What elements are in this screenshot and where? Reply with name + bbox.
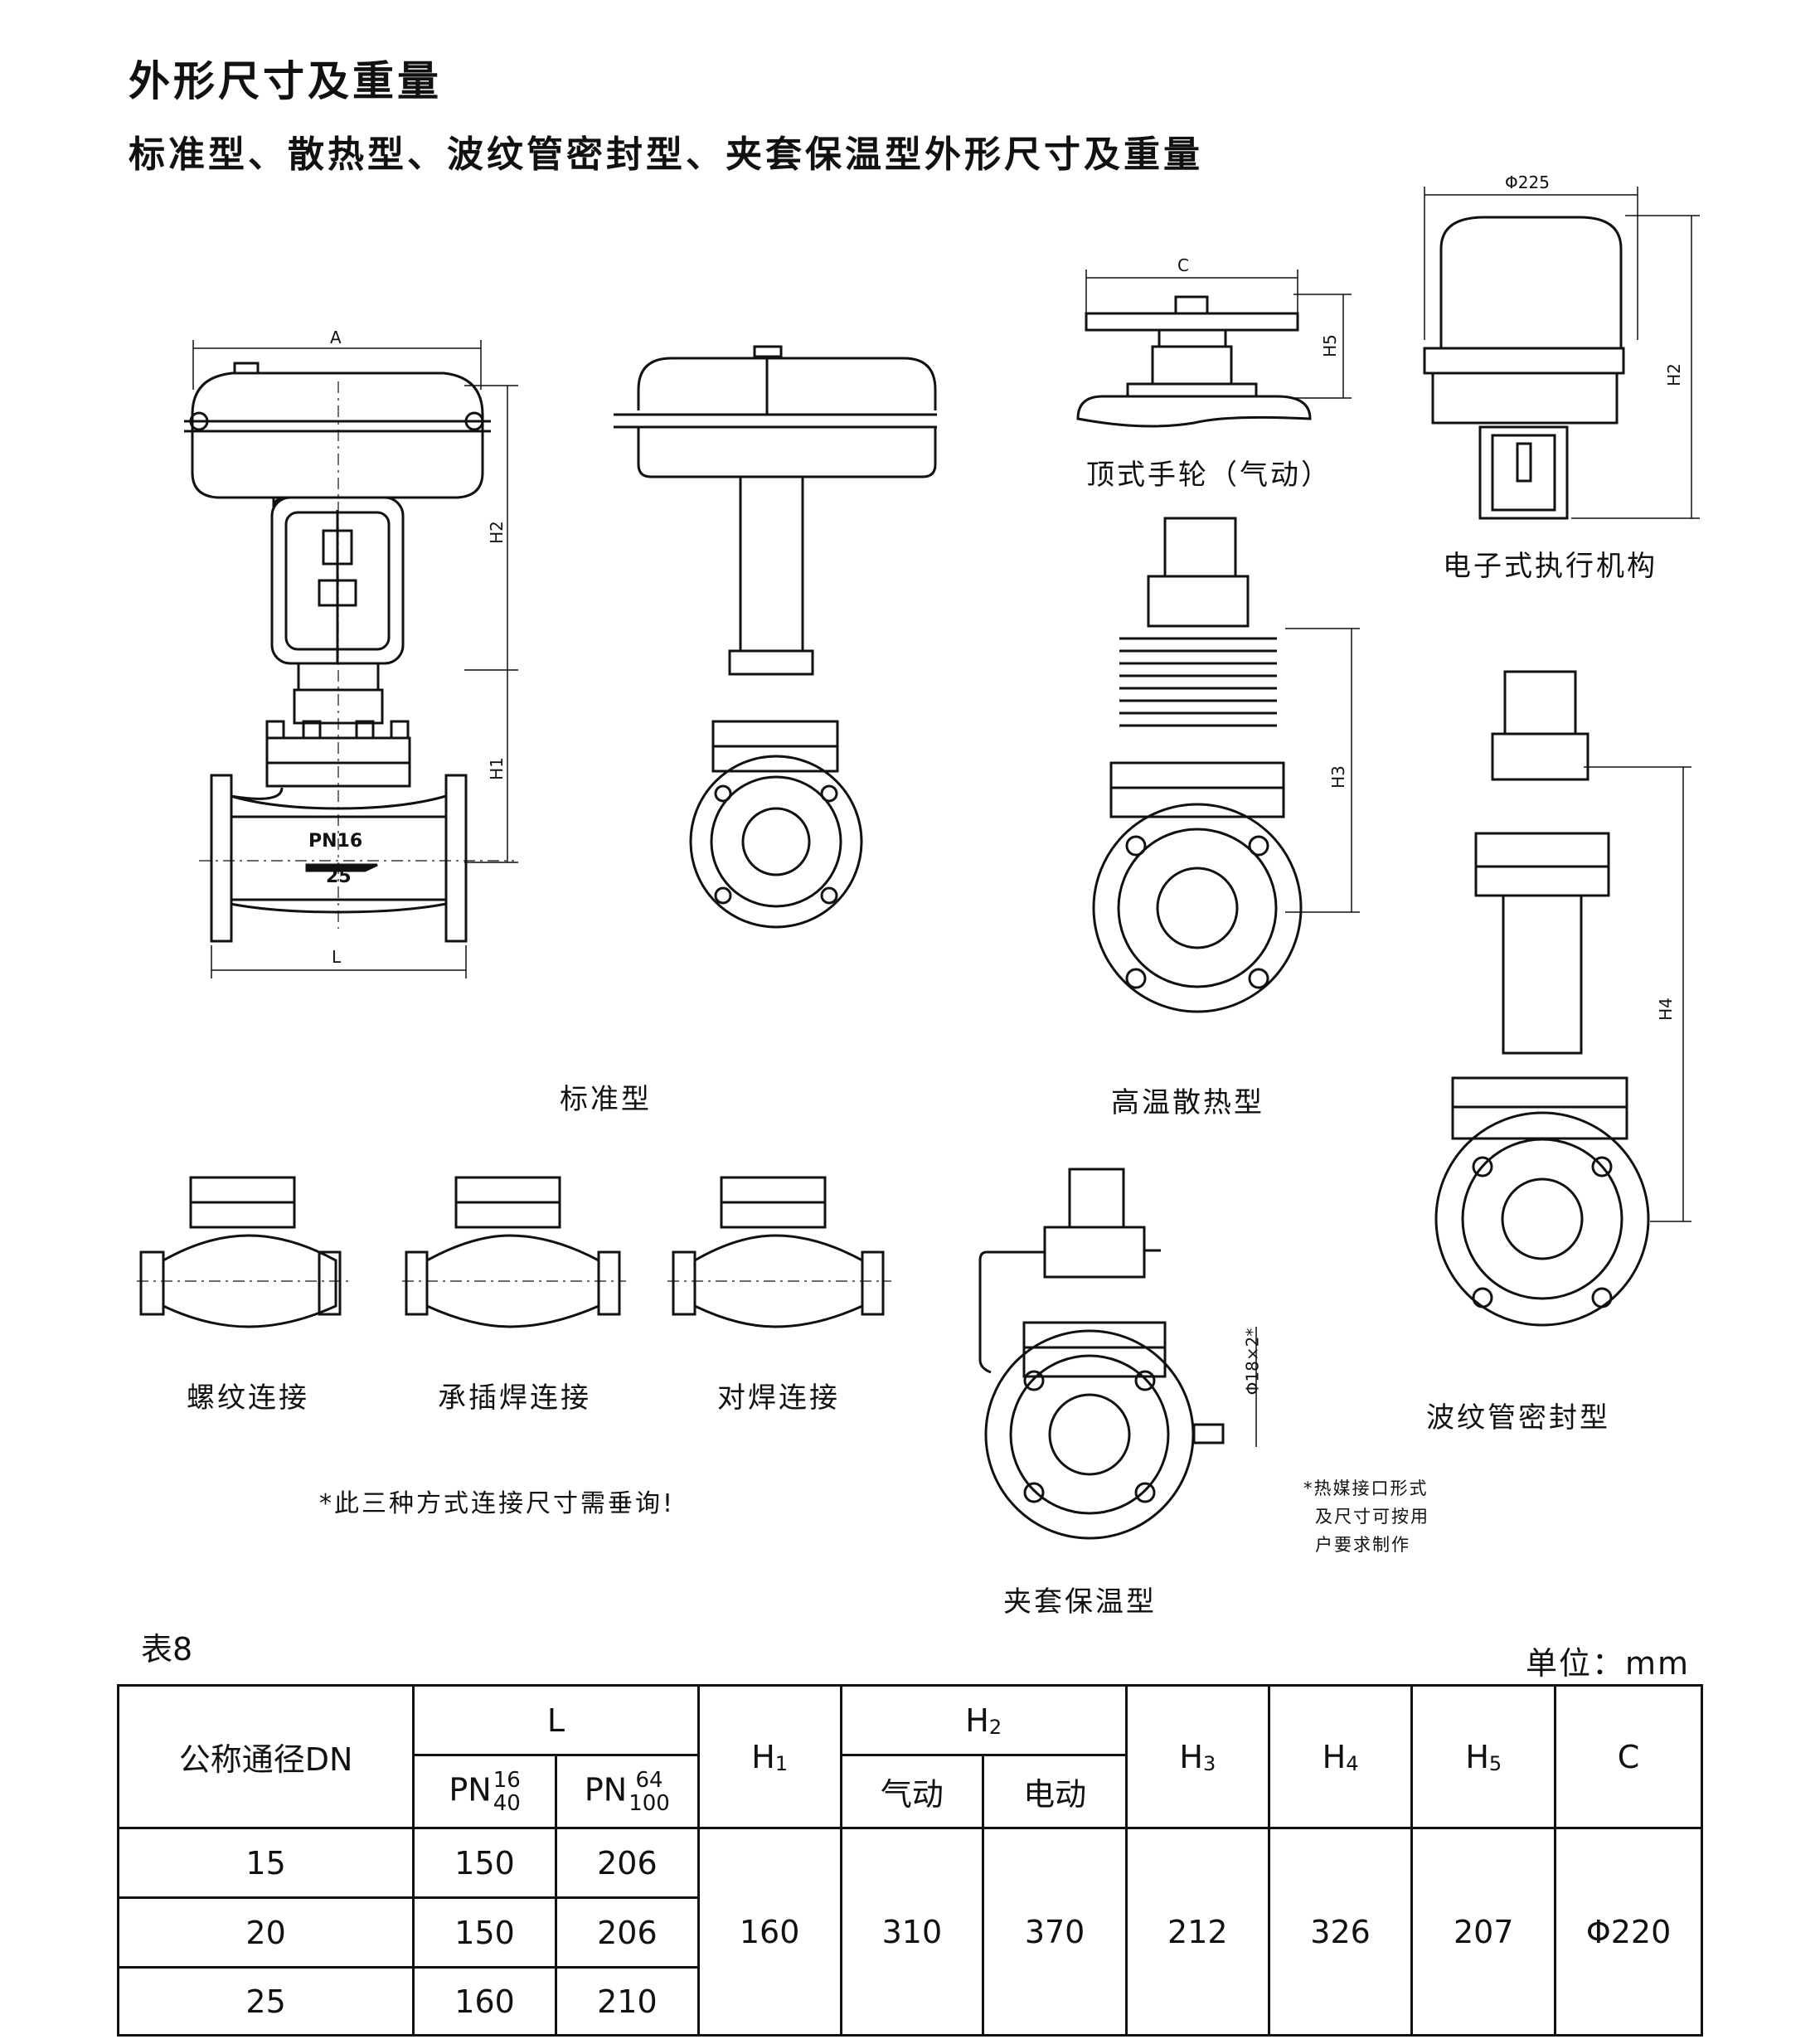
handwheel-drawing [1076,269,1352,428]
dim-h5-label: H5 [1319,334,1340,357]
dim-h2-label: H2 [486,521,507,544]
cell-dn: 20 [116,1896,415,1969]
heating-note: *热媒接口形式 及尺寸可按用 户要求制作 [1303,1474,1429,1559]
dim-h1-label: H1 [486,757,507,780]
dim-c-label: C [1177,255,1189,275]
caption-jacketed: 夹套保温型 [1003,1585,1157,1619]
page-title: 外形尺寸及重量 [129,57,442,105]
caption-standard: 标准型 [560,1083,652,1116]
caption-socket-weld: 承插焊连接 [438,1381,591,1415]
dim-h4-label: H4 [1655,998,1676,1021]
header-h5: H5 [1410,1684,1557,1829]
cell-dn: 15 [116,1827,415,1899]
caption-high-temp: 高温散热型 [1111,1086,1264,1119]
header-h4-sub: 4 [1346,1751,1359,1775]
electronic-actuator-drawing [1423,187,1700,520]
pn-low-prefix: PN [449,1771,492,1808]
heating-note-line-1: *热媒接口形式 [1303,1478,1429,1498]
table-unit: 单位：mm [1526,1645,1691,1682]
jacketed-drawing [978,1168,1257,1540]
header-h1: H1 [696,1684,842,1829]
header-electric: 电动 [982,1754,1128,1829]
cell-l-low: 150 [412,1827,557,1899]
cell-l-high: 206 [554,1896,700,1969]
page-subtitle: 标准型、散热型、波纹管密封型、夹套保温型外形尺寸及重量 [129,134,1203,176]
heating-note-line-2: 及尺寸可按用 [1315,1507,1429,1527]
header-h5-text: H [1465,1738,1489,1775]
caption-electronic-actuator: 电子式执行机构 [1443,550,1657,583]
cell-h3: 212 [1124,1827,1270,2037]
cell-l-high: 210 [554,1966,700,2037]
header-h3-sub: 3 [1202,1751,1216,1775]
header-pneumatic: 气动 [839,1754,985,1829]
dim-h3-label: H3 [1327,765,1348,789]
cell-dn: 25 [116,1966,415,2037]
header-h5-sub: 5 [1488,1751,1502,1775]
caption-butt-weld: 对焊连接 [717,1381,840,1415]
header-h3: H3 [1124,1684,1270,1829]
dim-a-label: A [330,328,342,347]
connection-note: *此三种方式连接尺寸需垂询! [319,1489,676,1518]
cell-h2-pneumatic: 310 [839,1827,985,2037]
socket-weld-drawing [402,1176,626,1328]
header-h2-sub: 2 [988,1715,1002,1739]
standard-side-drawing [614,345,937,929]
table-row: 15 150 206 160 310 370 212 326 207 Φ220 [116,1827,1703,2037]
caption-threaded: 螺纹连接 [187,1381,309,1415]
header-c: C [1554,1684,1703,1829]
cell-l-high: 206 [554,1827,700,1899]
pn-low-top: 16 [493,1767,521,1793]
header-l: L [412,1684,700,1756]
pn16-label: PN16 [308,831,363,852]
header-h4-text: H [1322,1738,1347,1775]
header-h2: H2 [839,1684,1128,1756]
cell-h2-electric: 370 [982,1827,1128,2037]
cell-h5: 207 [1410,1827,1557,2037]
header-h1-sub: 1 [774,1751,789,1775]
high-temp-drawing [1092,517,1360,1013]
pn-high-bottom: 100 [629,1790,670,1816]
header-h3-text: H [1179,1738,1203,1775]
header-h2-text: H [965,1702,989,1739]
heating-note-line-3: 户要求制作 [1315,1535,1410,1555]
dim-phi225-label: Φ225 [1505,172,1550,192]
cell-h1: 160 [696,1827,842,2037]
pn-high-top: 64 [635,1767,663,1793]
threaded-drawing [137,1176,348,1328]
caption-top-handwheel: 顶式手轮（气动） [1086,459,1332,492]
dim-l-label: L [332,947,342,967]
bellows-drawing [1434,670,1691,1327]
valve-drawings [137,187,1700,1540]
header-dn: 公称通径DN [116,1684,415,1829]
cell-l-low: 150 [412,1896,557,1969]
standard-valve-drawing [184,340,518,978]
butt-weld-drawing [667,1176,891,1328]
cell-c: Φ220 [1554,1827,1703,2037]
header-h4: H4 [1267,1684,1414,1829]
dim-h2-actuator-label: H2 [1663,363,1684,386]
table-row: 20 150 206 [116,1896,1702,1969]
cell-h4: 326 [1267,1827,1414,2037]
cell-l-low: 160 [412,1966,557,2037]
dim-phi18-label: Φ18×2* [1242,1328,1263,1396]
pn-low-bottom: 40 [493,1790,521,1816]
pn-high-prefix: PN [584,1771,628,1808]
pn25-label: 25 [326,867,352,887]
table-caption: 表8 [141,1631,193,1668]
caption-bellows: 波纹管密封型 [1426,1401,1610,1435]
header-h1-text: H [751,1738,775,1775]
table-row: 25 160 210 [116,1966,1702,2037]
